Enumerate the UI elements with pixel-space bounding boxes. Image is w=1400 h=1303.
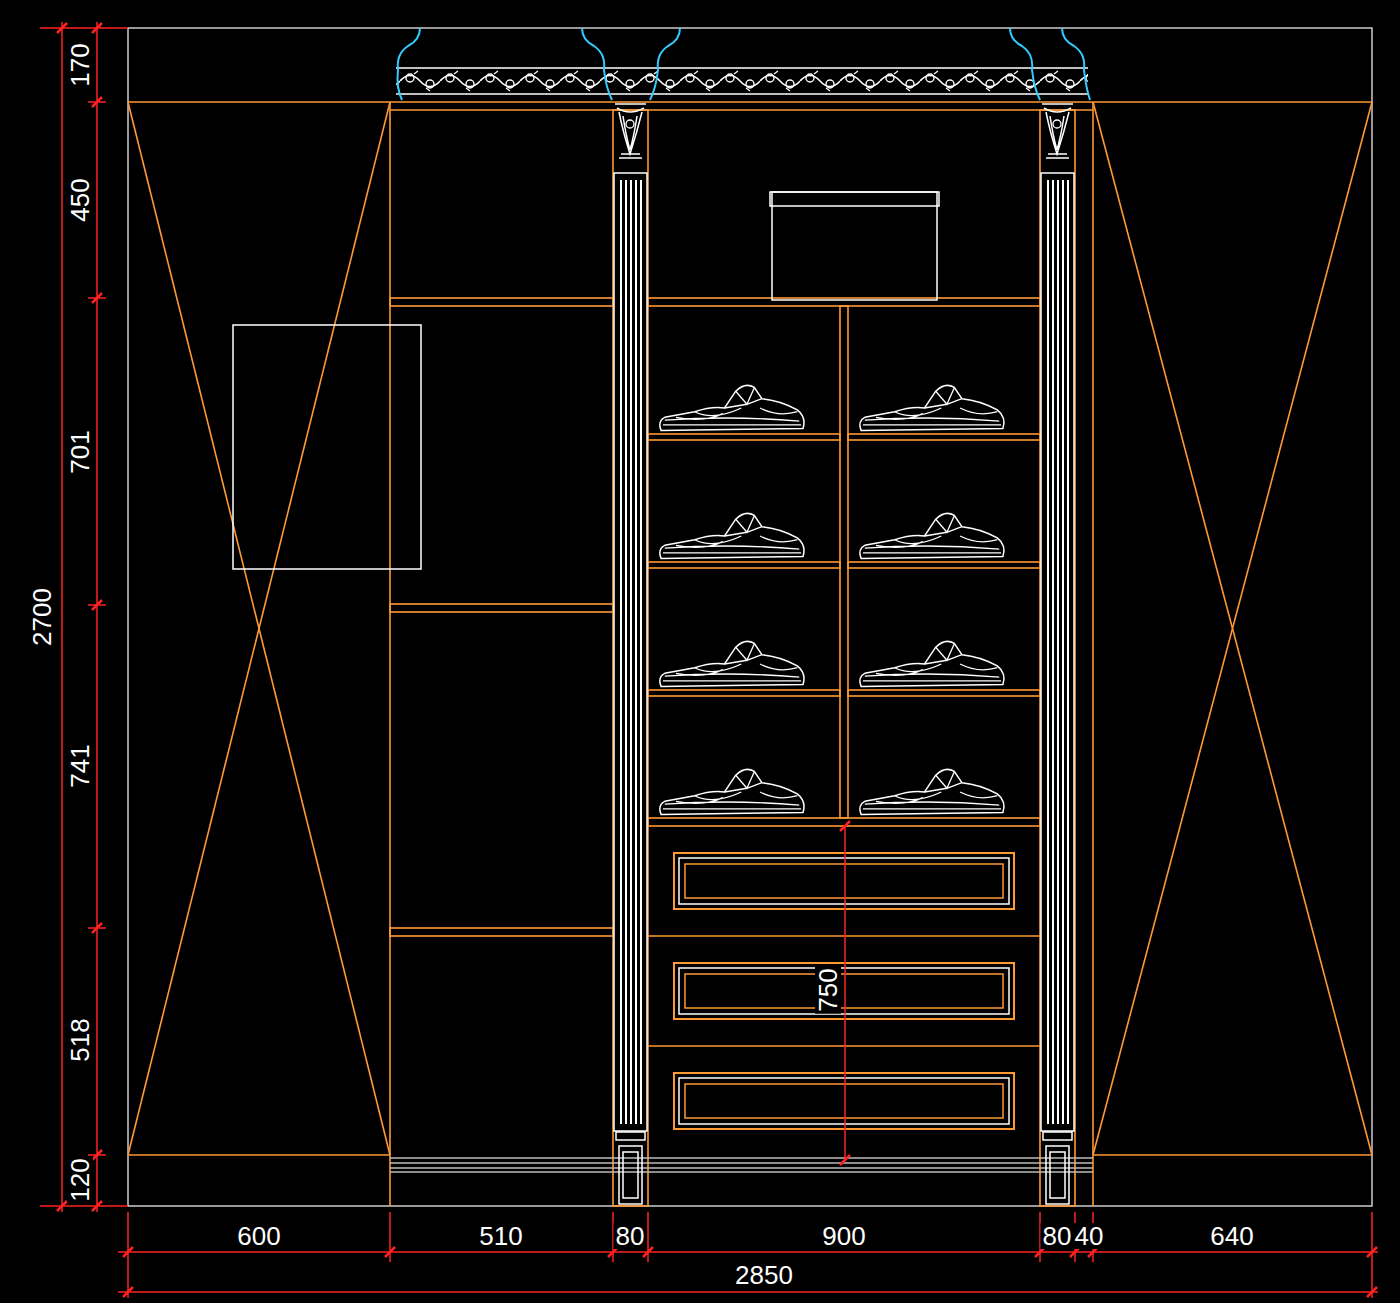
column-base <box>616 1132 645 1204</box>
dimension-value: 600 <box>235 1223 282 1249</box>
outer-frame <box>128 28 1372 1206</box>
dimension-value: 450 <box>67 176 93 223</box>
folded-clothes <box>660 385 804 430</box>
fluted-column <box>614 173 647 1131</box>
dimension-tick <box>840 821 850 1165</box>
column-capital <box>615 104 646 158</box>
shelf <box>648 298 1040 306</box>
shelf <box>390 604 613 612</box>
folded-clothes <box>860 513 1004 558</box>
dimension-value: 170 <box>67 41 93 88</box>
storage-box <box>772 192 937 300</box>
folded-clothes <box>660 513 804 558</box>
dimension-tick <box>123 1247 1377 1297</box>
carcass-lines <box>128 102 1372 1206</box>
dimension-value: 701 <box>67 428 93 475</box>
divider <box>840 306 848 818</box>
drawer-front <box>674 1073 1014 1129</box>
dimension-value: 750 <box>815 966 841 1013</box>
dimension-line <box>96 22 98 1212</box>
dimension-line <box>61 22 63 1212</box>
crown-moulding <box>398 28 1091 100</box>
crown-curve <box>650 28 680 100</box>
column-outline <box>613 110 648 1206</box>
folded-clothes <box>860 769 1004 814</box>
storage-box-lid <box>770 192 939 206</box>
crown-curve <box>582 28 612 100</box>
crown-curve <box>1062 28 1090 100</box>
dimension-value: 510 <box>477 1223 524 1249</box>
folded-clothes <box>860 385 1004 430</box>
plinth-line <box>128 1154 390 1156</box>
dimension-lines <box>40 22 1378 1298</box>
plinth-line <box>1093 1154 1372 1156</box>
dimension-line <box>844 826 846 1160</box>
drawer-split <box>648 935 1040 937</box>
column-outline <box>1040 110 1075 1206</box>
shelf <box>648 818 1040 826</box>
drawer-split <box>648 1045 1040 1047</box>
dimension-tick <box>57 23 102 1211</box>
dimension-line <box>118 1251 1378 1253</box>
folded-clothes <box>660 769 804 814</box>
shelf <box>848 562 1040 568</box>
panel-cross <box>1093 102 1372 1155</box>
dimension-value: 2700 <box>29 586 55 648</box>
fluted-column <box>1041 173 1074 1131</box>
dimension-value: 120 <box>67 1156 93 1203</box>
dimension-value: 40 <box>1073 1223 1106 1249</box>
crown-curve <box>1010 28 1040 100</box>
shelf <box>848 690 1040 696</box>
folded-clothes <box>660 641 804 686</box>
top-line <box>128 101 1372 103</box>
plinth-moulding <box>390 1158 1093 1172</box>
shelf <box>648 434 840 440</box>
dimension-value: 640 <box>1208 1223 1255 1249</box>
dimension-value: 80 <box>614 1223 647 1249</box>
dimension-value: 2850 <box>733 1262 795 1288</box>
folded-clothes <box>860 641 1004 686</box>
panel-edge <box>389 102 391 1206</box>
panel-edge <box>1092 102 1094 1206</box>
drawer-front <box>674 853 1014 909</box>
crown-curve <box>398 28 421 100</box>
panel-cross <box>128 102 390 1155</box>
shelf <box>648 690 840 696</box>
dimension-value: 518 <box>67 1016 93 1063</box>
carved-frieze <box>396 68 1088 94</box>
shelf <box>390 298 613 306</box>
column-base <box>1043 1132 1072 1204</box>
shelf <box>648 562 840 568</box>
top-inner-line <box>390 109 1093 111</box>
shelf <box>390 928 613 936</box>
wall-panel <box>233 325 421 569</box>
drawer-front <box>674 963 1014 1019</box>
frieze-border <box>396 68 1088 94</box>
extension-line <box>128 1212 1372 1298</box>
column-capital <box>1042 104 1073 158</box>
shelf <box>848 434 1040 440</box>
panel-cross <box>128 102 390 1155</box>
dimension-value: 741 <box>67 742 93 789</box>
panel-cross <box>1093 102 1372 1155</box>
dimension-line <box>118 1291 1378 1293</box>
dimension-value: 900 <box>820 1223 867 1249</box>
dimension-value: 80 <box>1041 1223 1074 1249</box>
